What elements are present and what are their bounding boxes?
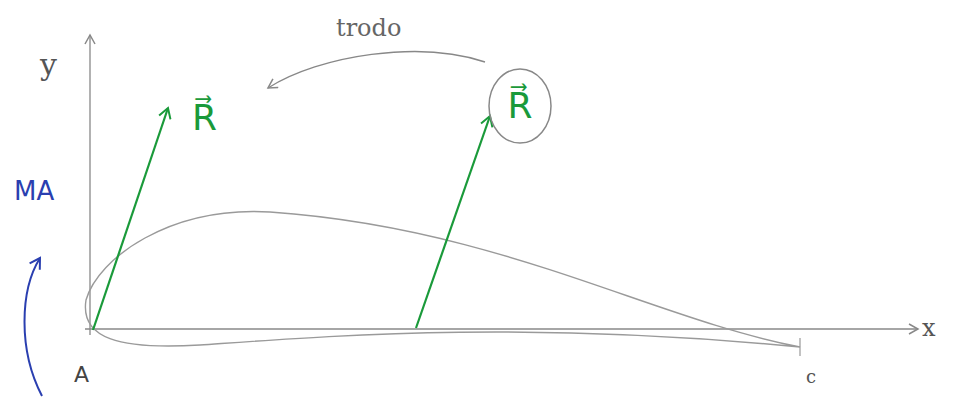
moment-arrow xyxy=(25,258,43,396)
force-vector xyxy=(416,116,490,328)
force-label: R⃗ xyxy=(507,88,532,124)
point-label: A xyxy=(74,364,89,386)
airfoil-outline xyxy=(85,212,800,347)
axis-label: x xyxy=(922,316,936,340)
axis-label: y xyxy=(40,50,57,80)
force-vector xyxy=(93,108,168,330)
arrow-note: trodo xyxy=(336,16,401,40)
point-label: c xyxy=(806,368,816,386)
x-axis xyxy=(85,328,918,329)
transfer-arrow xyxy=(268,52,485,88)
moment-label: MA xyxy=(14,178,54,204)
force-label: R⃗ xyxy=(192,100,217,136)
circled-force: R⃗ xyxy=(487,67,553,145)
